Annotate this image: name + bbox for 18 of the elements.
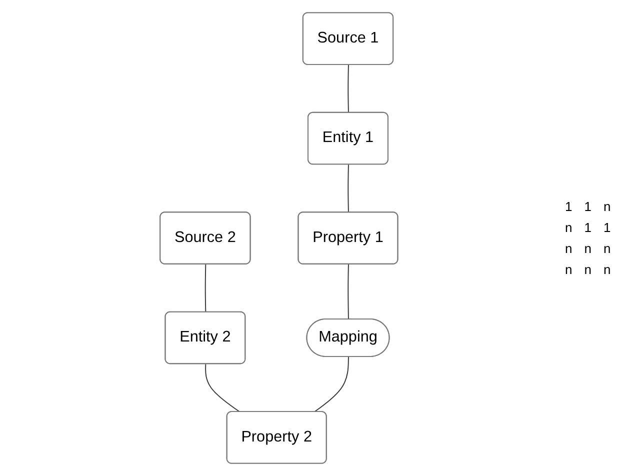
connector [347, 64, 348, 114]
connector [313, 356, 348, 412]
cardinality-label: n [583, 240, 592, 257]
cardinality-label: n [564, 219, 574, 236]
cardinality-label: n [602, 198, 612, 215]
cardinality-label: n [564, 240, 574, 257]
connector [204, 364, 240, 412]
cardinality-label: 1 [583, 219, 592, 236]
connector [204, 264, 206, 313]
connector [347, 164, 348, 214]
cardinality-label: 1 [564, 198, 574, 215]
cardinality-label: n [602, 240, 612, 257]
cardinality-label: 1 [602, 219, 612, 236]
connector [347, 264, 348, 320]
cardinality-label: n [564, 261, 574, 278]
cardinality-label: 1 [583, 198, 592, 215]
cardinality-label: n [602, 261, 612, 278]
cardinality-label: n [583, 261, 592, 278]
